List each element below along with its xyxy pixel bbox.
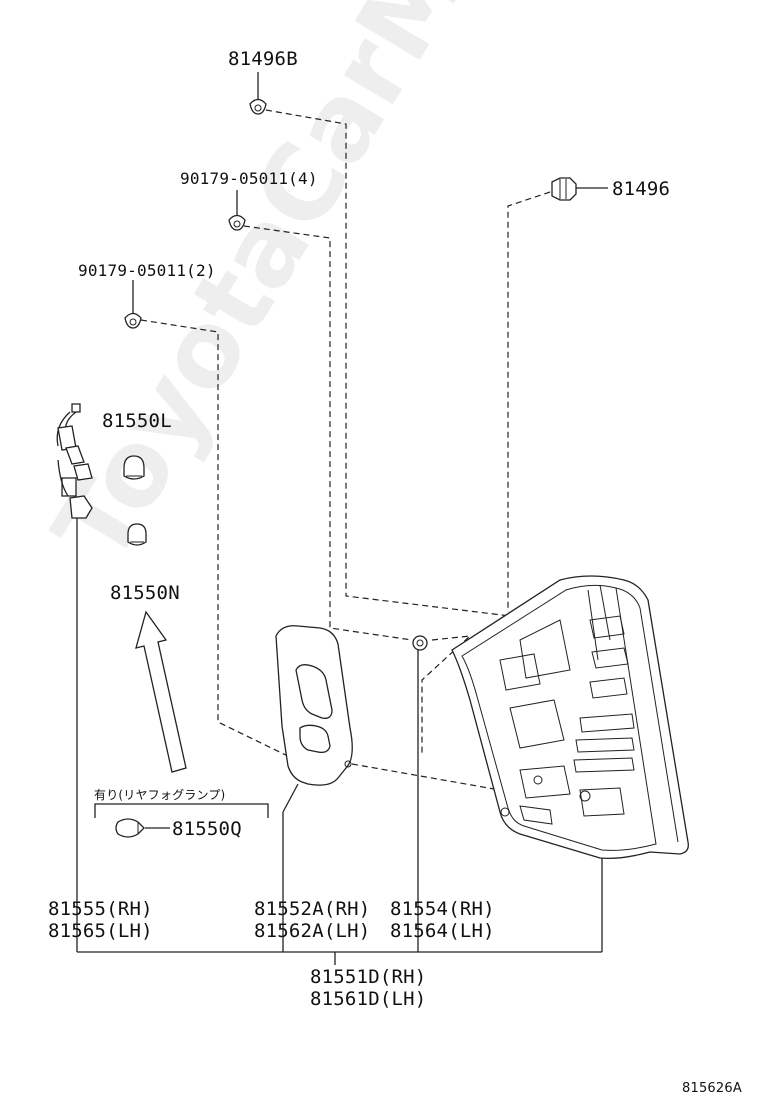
part-label-81555-rh[interactable]: 81555(RH) [48,898,153,920]
part-label-81550q[interactable]: 81550Q [172,818,242,840]
part-label-81550n[interactable]: 81550N [110,582,180,604]
leader-lines [76,72,608,965]
nut-90179-4 [228,214,246,231]
part-label-81496[interactable]: 81496 [612,178,671,200]
part-label-81550l[interactable]: 81550L [102,410,172,432]
clip-81496b [249,98,267,115]
part-label-81552a-rh[interactable]: 81552A(RH) [254,898,371,920]
clip-81496 [551,177,577,201]
part-label-81554-rh[interactable]: 81554(RH) [390,898,495,920]
gasket-81552a [275,625,353,786]
diagram-code: 815626A [682,1081,742,1096]
nut-90179-2 [124,312,142,329]
direction-arrow [135,610,187,773]
part-label-81562a-lh[interactable]: 81562A(LH) [254,920,371,942]
assembly-dashed-lines [140,109,551,791]
socket-wire-81555 [56,403,93,519]
part-label-81561d-lh[interactable]: 81561D(LH) [310,988,427,1010]
part-label-81551d-rh[interactable]: 81551D(RH) [310,966,427,988]
part-label-81564-lh[interactable]: 81564(LH) [390,920,495,942]
bulb-81550q [115,818,145,838]
part-label-81565-lh[interactable]: 81565(LH) [48,920,153,942]
fog-lamp-note: 有り(リヤフォグランプ) [94,788,226,802]
bulb-81550l [123,455,145,480]
bulb-81550n [127,523,147,546]
part-label-81496b[interactable]: 81496B [228,48,298,70]
tail-lamp-assembly [451,575,689,860]
part-label-90179-05011-4[interactable]: 90179-05011(4) [180,169,318,188]
nut-81554 [412,635,428,651]
part-label-90179-05011-2[interactable]: 90179-05011(2) [78,261,216,280]
